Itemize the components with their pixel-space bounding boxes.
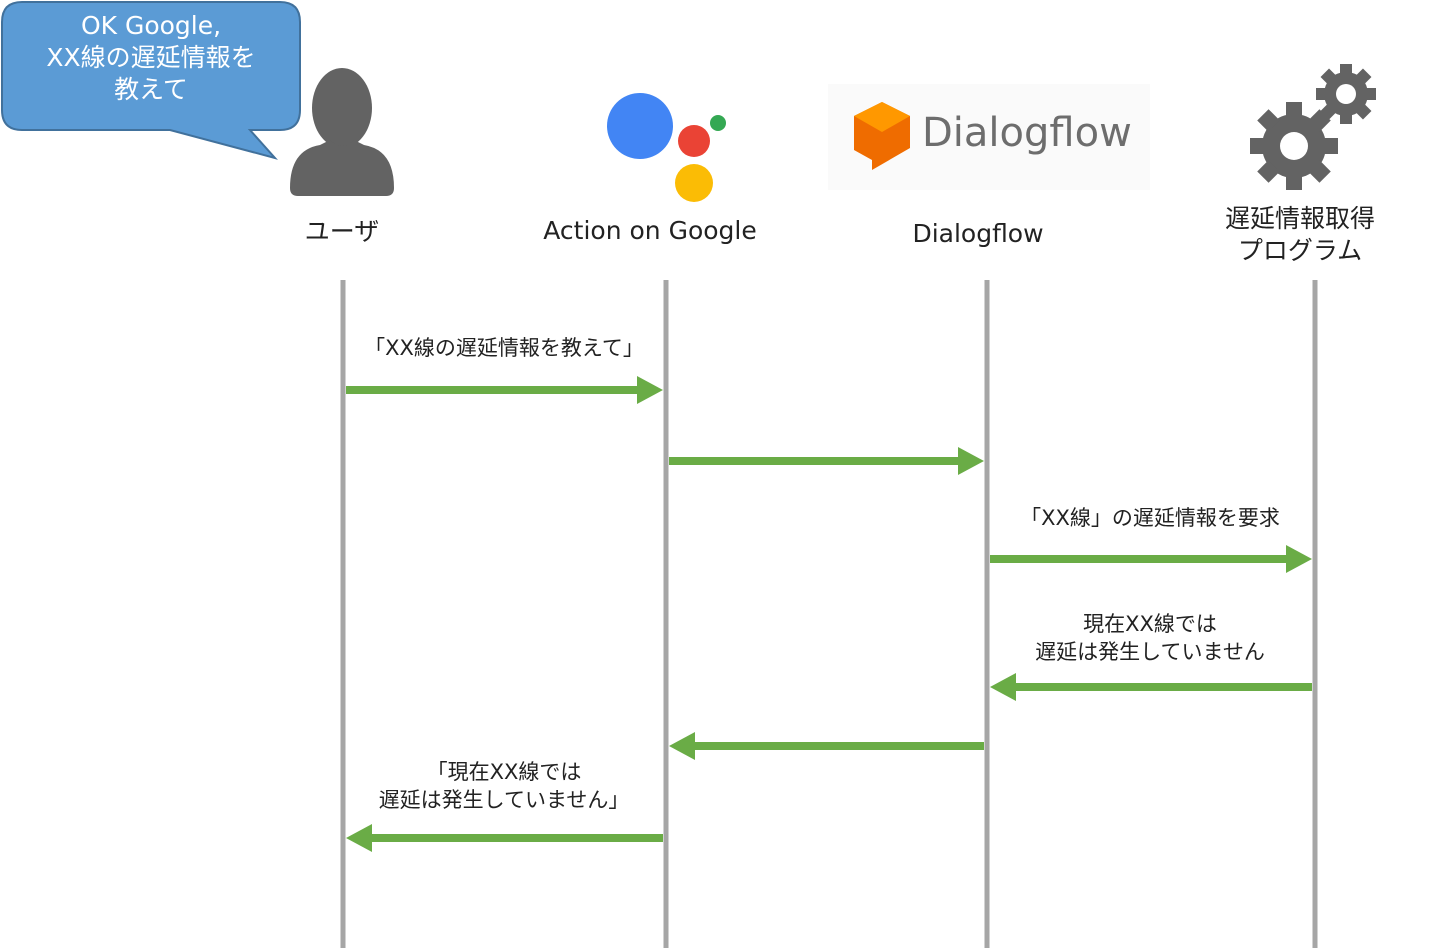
actor-label-aog: Action on Google [543,216,757,245]
speech-bubble [1,1,301,160]
message-arrow-4 [990,673,1312,701]
person-icon [290,68,394,196]
actor-label-line: 遅延情報取得 [1224,204,1375,233]
message-arrow-6 [346,824,663,852]
message-arrow-5 [669,732,984,760]
bubble-line: 教えて [114,75,188,104]
actor-label-dialogflow: Dialogflow [912,219,1044,248]
message-arrow-1 [346,376,663,404]
arrow-head [958,447,984,475]
message-label-line: 「現在XX線では [426,760,582,784]
actor-label-user: ユーザ [304,217,380,246]
arrow-head [669,732,695,760]
dialogflow-logo-text: Dialogflow [922,110,1132,156]
arrow-head [990,673,1016,701]
arrow-head [346,824,372,852]
message-label-line: 遅延は発生していません [1035,640,1265,664]
arrow-head [637,376,663,404]
message-label-4: 現在XX線では 遅延は発生していません [988,610,1312,666]
message-arrow-3 [990,545,1312,573]
speech-bubble-text: OK Google, XX線の遅延情報を 教えて [4,10,298,106]
message-label-line: 遅延は発生していません」 [378,788,630,812]
google-assistant-icon [607,93,726,202]
arrow-head [1286,545,1312,573]
bubble-line: XX線の遅延情報を [46,43,256,72]
message-label-6: 「現在XX線では 遅延は発生していません」 [344,758,664,814]
message-label-3: 「XX線」の遅延情報を要求 [988,504,1312,532]
actor-label-line: プログラム [1237,236,1363,265]
bubble-line: OK Google, [80,11,222,40]
gears-icon [1250,64,1376,190]
message-label-line: 現在XX線では [1083,612,1217,636]
message-label-line: 「XX線の遅延情報を教えて」 [364,336,644,360]
actor-label-program: 遅延情報取得 プログラム [1200,203,1400,267]
message-label-1: 「XX線の遅延情報を教えて」 [344,334,664,362]
message-label-line: 「XX線」の遅延情報を要求 [1020,506,1280,530]
dialogflow-logo [828,84,1150,190]
message-arrow-2 [669,447,984,475]
